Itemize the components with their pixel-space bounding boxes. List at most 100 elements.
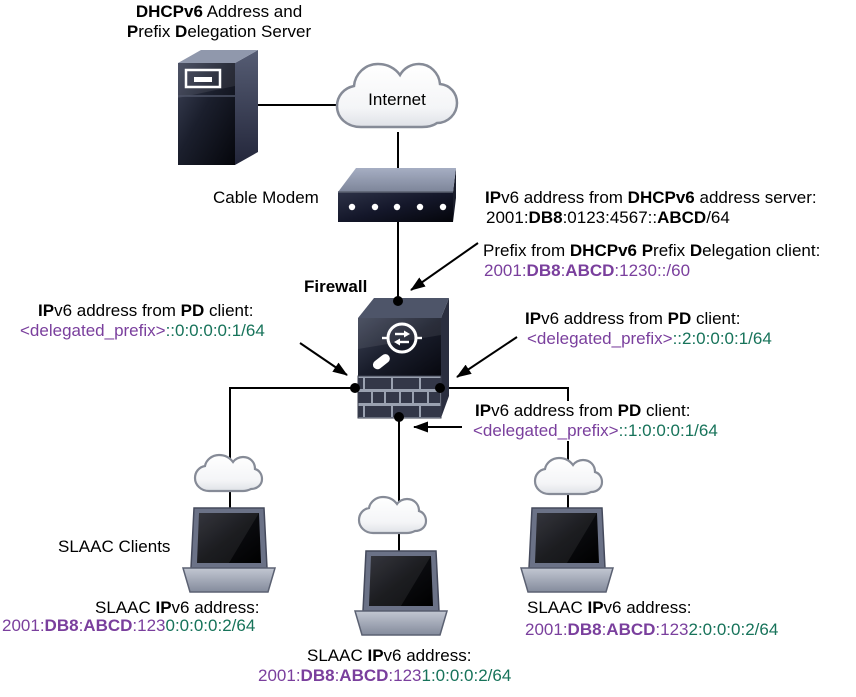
annotation-pd-middle-line2: <delegated_prefix>::1:0:0:0:1/64 <box>471 421 720 441</box>
text-segment: elegation Server <box>187 22 312 41</box>
text-segment: :123 <box>388 666 422 685</box>
annotation-slaac-left-line2: 2001:DB8:ABCD:1230:0:0:0:2/64 <box>2 616 255 636</box>
text-segment: v6 address from <box>501 188 628 207</box>
text-segment: <delegated_prefix> <box>20 321 166 340</box>
text-segment: DHCPv6 P <box>569 241 654 260</box>
cloud-icon <box>193 453 264 493</box>
text-segment: D <box>175 22 188 41</box>
laptop-icon <box>182 507 276 593</box>
text-segment: Prefix from <box>483 241 570 260</box>
text-segment: <delegated_prefix> <box>473 421 619 440</box>
text-segment: DHCPv6 <box>627 188 695 207</box>
cloud-icon <box>357 495 428 535</box>
annotation-pd-middle-line1: IPv6 address from PD client: <box>473 401 693 421</box>
text-segment: P <box>126 22 139 41</box>
text-segment: client: <box>204 301 254 320</box>
annotation-dhcpv6-address-line1: IPv6 address from DHCPv6 address server: <box>485 188 817 208</box>
text-segment: 2001: <box>484 261 527 280</box>
text-segment: ABCD <box>657 208 707 227</box>
server-tower-icon <box>178 50 258 165</box>
text-segment: 2001: <box>525 620 568 639</box>
text-segment: : <box>560 261 566 280</box>
internet-cloud-icon <box>335 62 459 129</box>
text-segment: ABCD <box>83 616 133 635</box>
internet-label: Internet <box>368 90 426 109</box>
text-segment: :1230::/60 <box>614 261 691 280</box>
text-segment: v6 address from <box>491 401 618 420</box>
slaac-clients-label: SLAAC Clients <box>58 537 171 556</box>
annotation-pd-left-line1: IPv6 address from PD client: <box>38 301 253 321</box>
text-segment: address server: <box>694 188 817 207</box>
text-segment: ::1:0:0:0:1/64 <box>618 421 718 440</box>
text-segment: client: <box>691 309 741 328</box>
firewall-brick-icon <box>357 298 449 419</box>
text-segment: ABCD <box>606 620 656 639</box>
text-segment: PD <box>617 401 642 420</box>
annotation-slaac-middle-line2: 2001:DB8:ABCD:1231:0:0:0:2/64 <box>258 666 511 686</box>
text-segment: ABCD <box>339 666 389 685</box>
text-segment: 2:0:0:0:2/64 <box>688 620 779 639</box>
text-segment: IP <box>525 309 542 328</box>
text-segment: ::0:0:0:0:1/64 <box>165 321 265 340</box>
text-segment: SLAAC <box>527 598 588 617</box>
cable-modem-icon <box>338 168 456 222</box>
text-segment: SLAAC <box>95 598 156 617</box>
text-segment: DB8 <box>44 616 79 635</box>
text-segment: 2001: <box>258 666 301 685</box>
text-segment: : <box>601 620 607 639</box>
text-segment: 2001: <box>2 616 45 635</box>
annotation-pd-right-line1: IPv6 address from PD client: <box>525 309 740 329</box>
text-segment: /64 <box>706 208 730 227</box>
laptop-icon <box>520 507 614 593</box>
text-segment: v6 address from <box>54 301 181 320</box>
text-segment: IP <box>485 188 502 207</box>
text-segment: v6 address: <box>383 646 472 665</box>
text-segment: DHCPv6 <box>135 2 203 21</box>
annotation-dhcpv6-address-line2: 2001:DB8:0123:4567::ABCD/64 <box>486 208 730 228</box>
text-segment: :123 <box>132 616 166 635</box>
text-segment: DB8 <box>567 620 602 639</box>
text-segment: ::2:0:0:0:1/64 <box>672 329 772 348</box>
server-label: DHCPv6 Address and Prefix Delegation Ser… <box>105 2 333 42</box>
annotation-pd-prefix-line2: 2001:DB8:ABCD:1230::/60 <box>484 261 690 281</box>
text-segment: DB8 <box>300 666 335 685</box>
text-segment: : <box>334 666 340 685</box>
cloud-icon <box>533 456 604 496</box>
server-label-line1: DHCPv6 Address and <box>105 2 333 22</box>
annotation-pd-prefix-line1: Prefix from DHCPv6 Prefix Delegation cli… <box>483 241 820 261</box>
text-segment: DB8 <box>528 208 563 227</box>
text-segment: <delegated_prefix> <box>527 329 673 348</box>
text-segment: IP <box>587 598 604 617</box>
annotation-slaac-right-line1: SLAAC IPv6 address: <box>527 598 691 618</box>
text-segment: v6 address from <box>541 309 668 328</box>
text-segment: client: <box>641 401 691 420</box>
text-segment: 1:0:0:0:2/64 <box>421 666 512 685</box>
text-segment: Address and <box>202 2 303 21</box>
server-label-line2: Prefix Delegation Server <box>105 22 333 42</box>
text-segment: D <box>689 241 703 260</box>
annotation-slaac-left-line1: SLAAC IPv6 address: <box>95 598 259 618</box>
text-segment: PD <box>180 301 205 320</box>
text-segment: :123 <box>655 620 689 639</box>
text-segment: 2001: <box>486 208 529 227</box>
text-segment: :0123:4567:: <box>562 208 658 227</box>
text-segment: elegation client: <box>702 241 821 260</box>
text-segment: IP <box>367 646 384 665</box>
text-segment: IP <box>38 301 55 320</box>
text-segment: PD <box>667 309 692 328</box>
text-segment: SLAAC <box>307 646 368 665</box>
cable-modem-label: Cable Modem <box>213 188 319 207</box>
text-segment: refix <box>138 22 176 41</box>
text-segment: refix <box>653 241 690 260</box>
text-segment: 0:0:0:0:2/64 <box>165 616 256 635</box>
text-segment: ABCD <box>565 261 615 280</box>
annotation-pd-right-line2: <delegated_prefix>::2:0:0:0:1/64 <box>527 329 772 349</box>
text-segment: v6 address: <box>171 598 260 617</box>
annotation-slaac-right-line2: 2001:DB8:ABCD:1232:0:0:0:2/64 <box>525 620 778 640</box>
text-segment: : <box>78 616 84 635</box>
text-segment: IP <box>475 401 492 420</box>
firewall-label: Firewall <box>304 277 368 296</box>
text-segment: v6 address: <box>603 598 692 617</box>
text-segment: DB8 <box>526 261 561 280</box>
